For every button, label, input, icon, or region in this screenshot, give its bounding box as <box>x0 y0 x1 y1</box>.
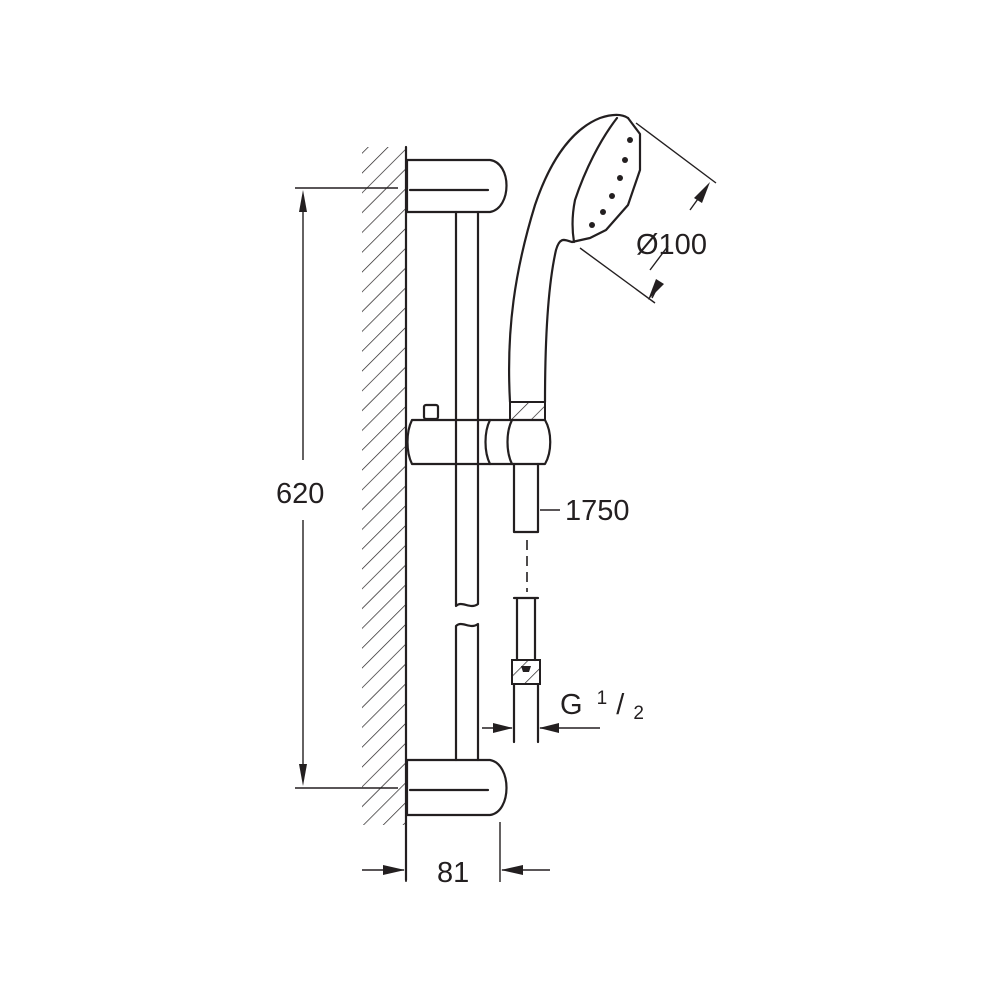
thread-prefix: G <box>560 689 583 721</box>
height-label: 620 <box>276 478 324 510</box>
thread-slash: / <box>616 689 625 721</box>
diameter-dimension <box>579 122 717 304</box>
top-bracket <box>405 158 508 214</box>
bottom-bracket <box>405 758 508 817</box>
head-diameter-label: Ø100 <box>636 229 707 261</box>
thread-dimension <box>482 723 600 733</box>
slide-rail <box>454 210 480 762</box>
wall-hatching <box>362 145 408 882</box>
depth-label: 81 <box>437 857 469 889</box>
thread-denominator: 2 <box>633 703 644 724</box>
depth-dimension <box>362 822 550 882</box>
hose <box>511 462 541 744</box>
thread-label: G 1 / 2 <box>560 679 644 724</box>
thread-numerator: 1 <box>597 688 608 709</box>
slider-holder <box>406 403 552 466</box>
hose-length-label: 1750 <box>565 495 630 527</box>
height-dimension <box>295 187 398 789</box>
hand-shower <box>507 113 642 421</box>
